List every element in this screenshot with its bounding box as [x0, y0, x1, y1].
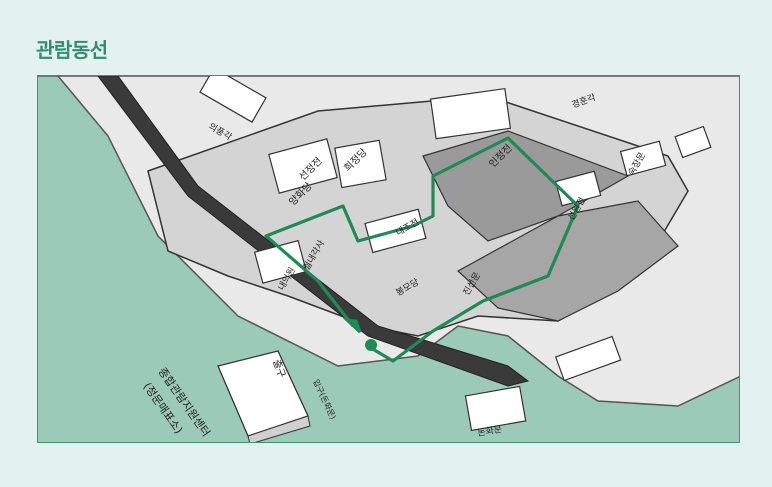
label-donhwamun: 돈화문 — [477, 424, 503, 439]
route-start-dot — [365, 339, 377, 351]
building-seonjeong — [268, 138, 338, 194]
building-huijeong — [334, 139, 387, 189]
building-right-gate — [619, 140, 667, 177]
visitor-route — [264, 136, 580, 363]
page-title: 관람동선 — [36, 38, 108, 62]
building-injeongjeon — [429, 87, 512, 140]
building-donhwamun — [464, 385, 527, 432]
label-exit: 출구 — [270, 358, 288, 379]
label-entrance: 입구(돈화문) — [311, 378, 337, 421]
building-east — [674, 125, 712, 159]
palace-map: 의풍각 선정전 희정당 인정전 양화당 대조전 경훈각 숙장문 선원전 진선문 … — [37, 75, 740, 443]
route-arrow — [342, 318, 362, 334]
building-south-right — [554, 335, 622, 382]
building-uipung — [199, 76, 267, 123]
map-canvas: 의풍각 선정전 희정당 인정전 양화당 대조전 경훈각 숙장문 선원전 진선문 … — [38, 76, 739, 442]
